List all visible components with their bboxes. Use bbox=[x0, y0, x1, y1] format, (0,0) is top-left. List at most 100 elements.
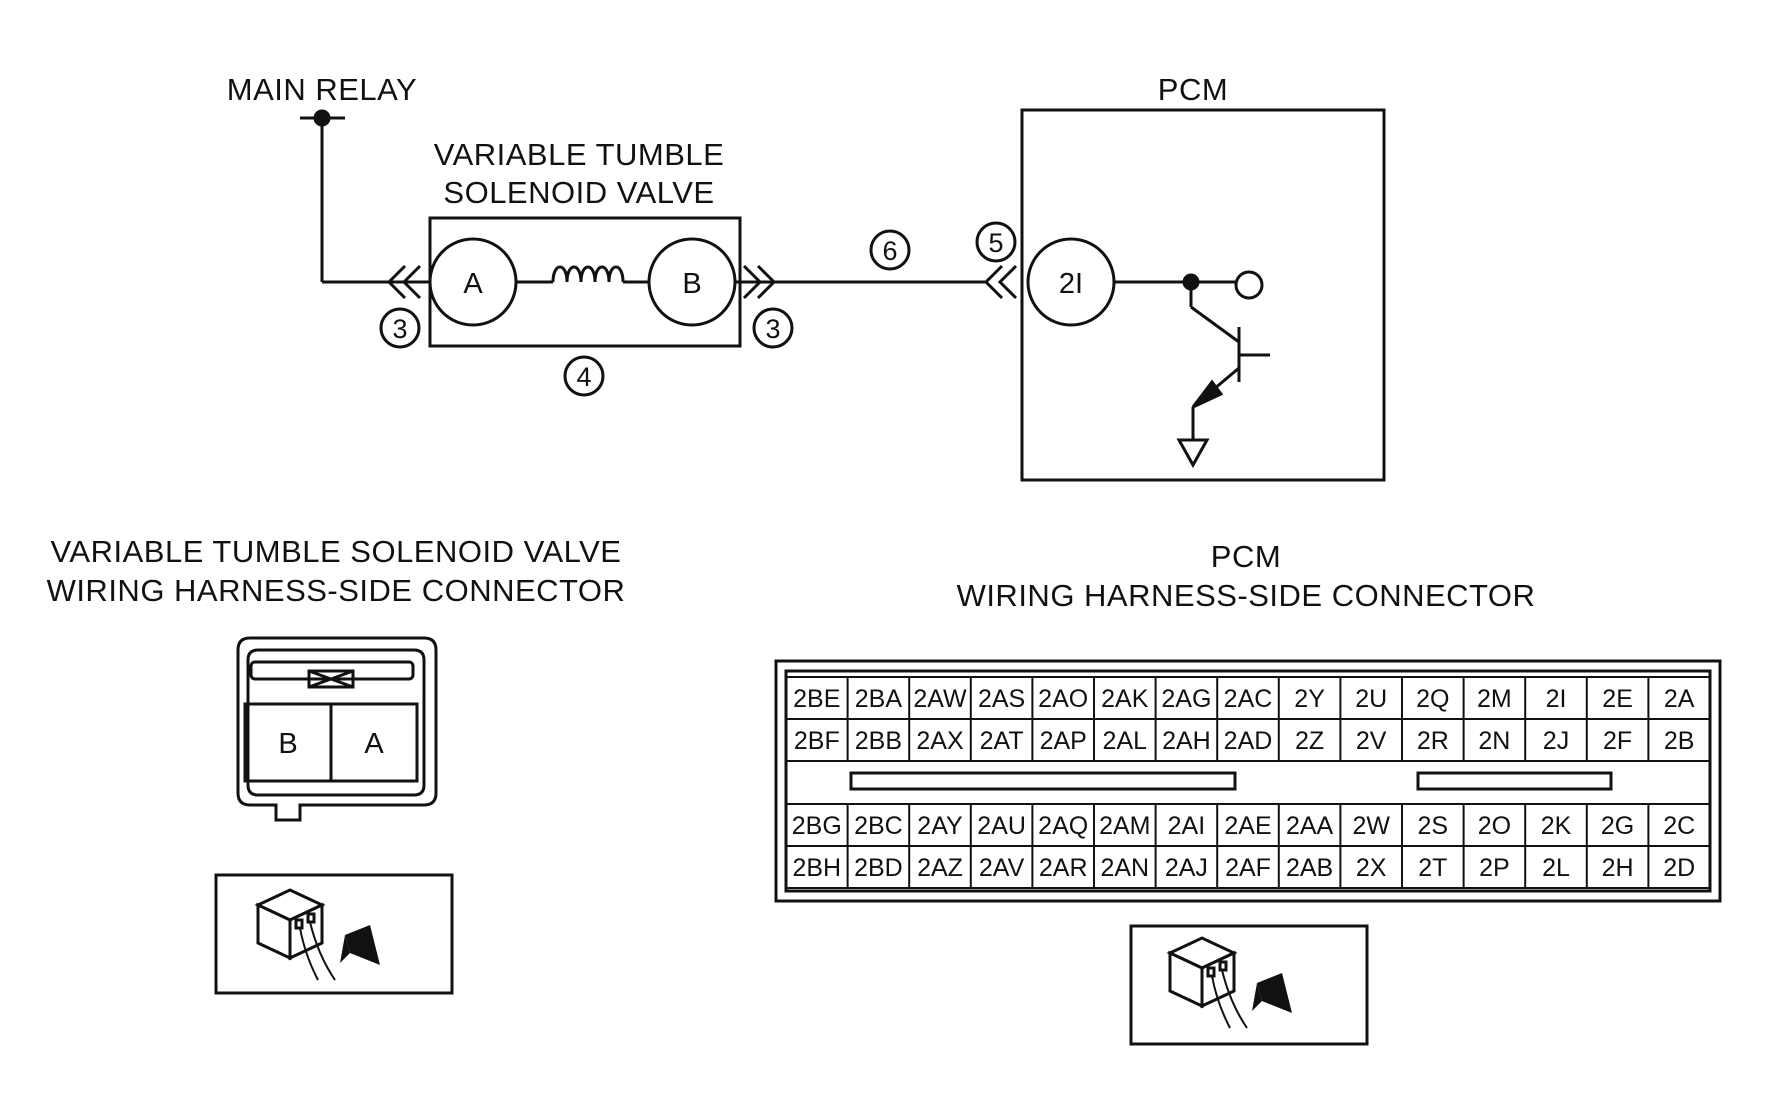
pcm-pin-label: 2S bbox=[1418, 812, 1449, 840]
pcm-connector-face-inner bbox=[784, 669, 1712, 893]
pcm-pin-label: 2D bbox=[1663, 854, 1695, 882]
callout-3-right-number: 3 bbox=[765, 314, 780, 344]
pcm-pin-label: 2AU bbox=[977, 812, 1026, 840]
pcm-pin-label: 2A bbox=[1664, 685, 1695, 713]
pcm-pin-label: 2K bbox=[1541, 812, 1572, 840]
pcm-pin-label: 2AO bbox=[1038, 685, 1088, 713]
pcm-pin-label: 2P bbox=[1479, 854, 1510, 882]
callout-3-right bbox=[752, 307, 794, 349]
pcm-pin-label: 2AA bbox=[1286, 812, 1334, 840]
pcm-pin-label: 2AC bbox=[1224, 685, 1273, 713]
callout-6-number: 6 bbox=[882, 236, 897, 266]
pcm-transistor-symbol bbox=[1176, 282, 1270, 469]
pcm-view-direction-box bbox=[1129, 924, 1369, 1046]
solenoid-coil-symbol bbox=[551, 265, 625, 283]
left-connector-symbol bbox=[386, 264, 422, 300]
pcm-pin-label: 2AR bbox=[1039, 854, 1088, 882]
pcm-pin-label: 2AI bbox=[1168, 812, 1206, 840]
pcm-pin-label: 2B bbox=[1664, 727, 1695, 755]
pcm-pin-label: 2Z bbox=[1295, 727, 1324, 755]
callout-5-number: 5 bbox=[988, 228, 1003, 258]
pcm-pin-label: 2R bbox=[1417, 727, 1449, 755]
pcm-pin-label: 2M bbox=[1477, 685, 1512, 713]
pcm-pin-label: 2AT bbox=[980, 727, 1024, 755]
pcm-connector-face-outer bbox=[774, 659, 1722, 903]
pcm-pin-label: 2AV bbox=[979, 854, 1025, 882]
pcm-pin-label: 2N bbox=[1478, 727, 1510, 755]
pcm-pin-label: 2AH bbox=[1162, 727, 1211, 755]
pcm-pin-label: 2V bbox=[1356, 727, 1387, 755]
callout-6 bbox=[869, 229, 911, 271]
pcm-upper-block-outline bbox=[785, 676, 1711, 762]
pcm-pin-label: 2O bbox=[1478, 812, 1511, 840]
pcm-pin-label: 2AJ bbox=[1165, 854, 1208, 882]
pcm-pin-label: 2J bbox=[1543, 727, 1569, 755]
terminal-b-label: B bbox=[682, 268, 701, 300]
pcm-pin-label: 2AD bbox=[1224, 727, 1273, 755]
callout-3-left bbox=[379, 307, 421, 349]
pcm-pin-label: 2BC bbox=[854, 812, 903, 840]
pcm-pin-label: 2AX bbox=[916, 727, 964, 755]
solenoid-connector-title-line2: WIRING HARNESS-SIDE CONNECTOR bbox=[47, 573, 626, 608]
solenoid-label-line2: SOLENOID VALVE bbox=[443, 175, 714, 210]
solenoid-connector-view-icon bbox=[254, 888, 380, 981]
terminal-a-label: A bbox=[463, 268, 483, 300]
solenoid-connector-pin-a: A bbox=[364, 728, 384, 760]
pcm-pin-label: 2AW bbox=[913, 685, 967, 713]
pcm-pin-label: 2C bbox=[1663, 812, 1695, 840]
pcm-pin-label: 2AM bbox=[1099, 812, 1150, 840]
pcm-pin-label: 2AF bbox=[1225, 854, 1271, 882]
pcm-pin-label: 2AL bbox=[1103, 727, 1148, 755]
pcm-pin-label: 2E bbox=[1602, 685, 1633, 713]
pcm-pin-label: 2AE bbox=[1224, 812, 1271, 840]
main-relay-junction-dot bbox=[313, 109, 331, 127]
pcm-pin-label: 2AS bbox=[978, 685, 1025, 713]
pcm-pin-label: 2AY bbox=[917, 812, 963, 840]
pcm-pin-label: 2BE bbox=[793, 685, 840, 713]
pcm-pin-label: 2AN bbox=[1100, 854, 1149, 882]
pcm-pin-label: 2BA bbox=[855, 685, 903, 713]
main-relay-wiring bbox=[300, 116, 435, 284]
pcm-pin-label: 2BF bbox=[794, 727, 840, 755]
solenoid-label-line1: VARIABLE TUMBLE bbox=[434, 137, 725, 172]
pcm-pin-label: 2AZ bbox=[917, 854, 963, 882]
pcm-pin-label: 2I bbox=[1546, 685, 1567, 713]
pcm-connector-pin-labels: 2BE 2BA 2AW 2AS 2AO 2AK 2AG 2AC 2Y 2U 2Q 2M 2I 2E 2A 2B… bbox=[792, 685, 1695, 882]
pcm-pin-label: 2Q bbox=[1416, 685, 1449, 713]
pcm-connector-symbol bbox=[983, 264, 1018, 300]
pcm-pin-label: 2T bbox=[1418, 854, 1447, 882]
pcm-pin-label: 2AB bbox=[1286, 854, 1333, 882]
pcm-pin-label: 2AG bbox=[1161, 685, 1211, 713]
pcm-pin-label: 2AK bbox=[1101, 685, 1149, 713]
pcm-pin-label: 2BB bbox=[855, 727, 902, 755]
solenoid-connector-face bbox=[236, 636, 438, 822]
pcm-label: PCM bbox=[1158, 72, 1228, 107]
pcm-pin-label: 2X bbox=[1356, 854, 1387, 882]
solenoid-connector-pin-b: B bbox=[278, 728, 297, 760]
callout-4-number: 4 bbox=[576, 362, 591, 392]
pcm-connector-slot-left bbox=[849, 771, 1237, 791]
main-relay-label: MAIN RELAY bbox=[227, 72, 417, 107]
pcm-connector-title-line2: WIRING HARNESS-SIDE CONNECTOR bbox=[957, 578, 1536, 613]
solenoid-view-direction-box bbox=[214, 873, 454, 995]
callout-3-left-number: 3 bbox=[392, 314, 407, 344]
pcm-pin-label: 2BD bbox=[854, 854, 903, 882]
pcm-pin-label: 2H bbox=[1602, 854, 1634, 882]
pcm-pin-label: 2W bbox=[1352, 812, 1390, 840]
pcm-connector-view-icon bbox=[1166, 936, 1292, 1029]
pcm-pin-label: 2L bbox=[1542, 854, 1570, 882]
pcm-terminal-label: 2I bbox=[1059, 268, 1083, 300]
pcm-pin-label: 2F bbox=[1603, 727, 1632, 755]
solenoid-connector-title-line1: VARIABLE TUMBLE SOLENOID VALVE bbox=[51, 534, 622, 569]
pcm-connector-title-line1: PCM bbox=[1211, 539, 1281, 574]
pcm-pin-label: 2Y bbox=[1294, 685, 1325, 713]
pcm-box bbox=[1020, 108, 1386, 482]
pcm-pin-label: 2U bbox=[1355, 685, 1387, 713]
callout-5 bbox=[975, 221, 1017, 263]
pcm-pin-label: 2AQ bbox=[1038, 812, 1088, 840]
pcm-connector-slot-right bbox=[1416, 771, 1613, 791]
pcm-pin-label: 2AP bbox=[1040, 727, 1087, 755]
pcm-pin-label: 2G bbox=[1601, 812, 1634, 840]
pcm-pin-label: 2BH bbox=[792, 854, 841, 882]
callout-4 bbox=[563, 355, 605, 397]
